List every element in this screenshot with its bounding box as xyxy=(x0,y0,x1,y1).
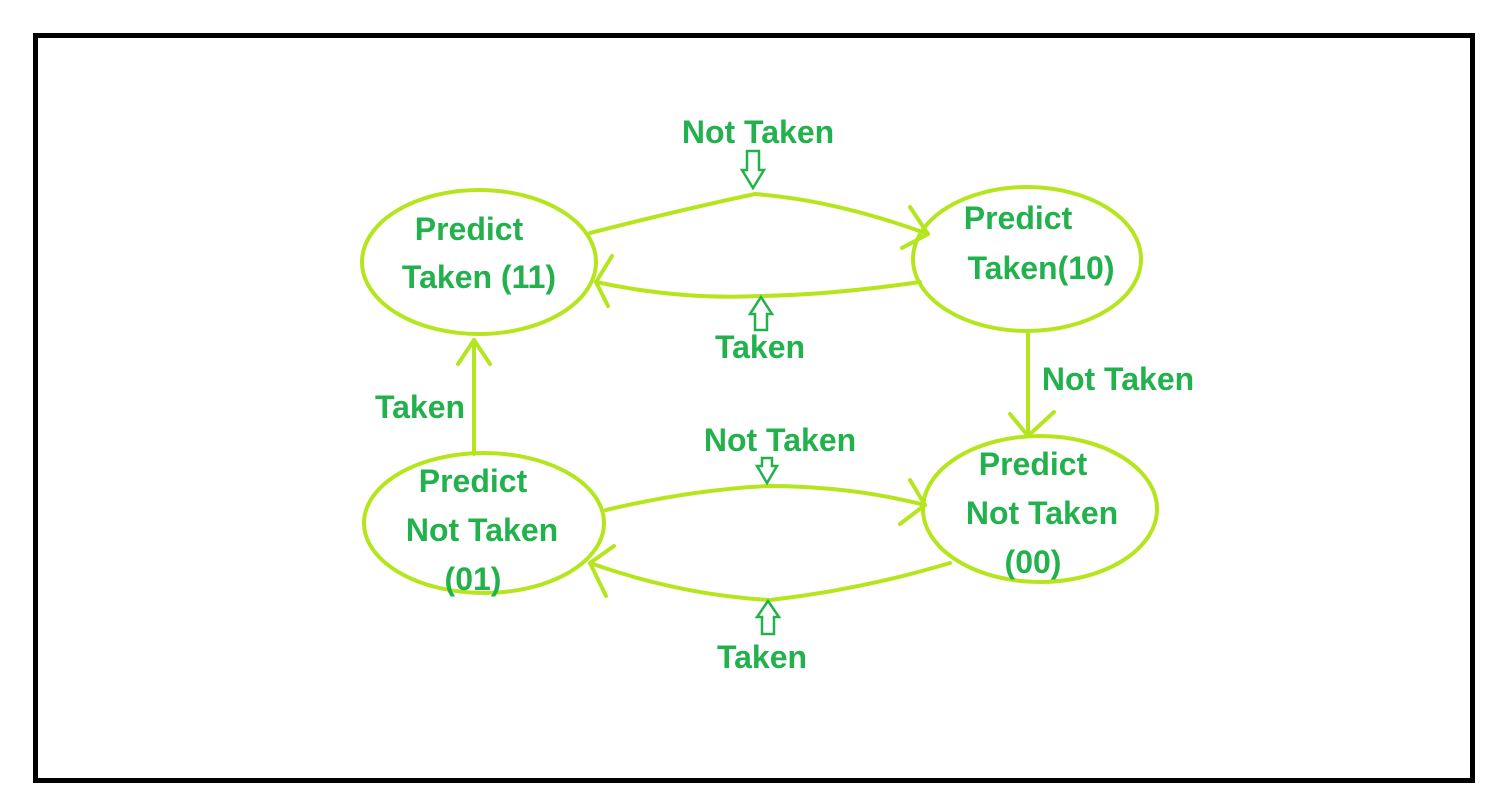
hollow-down-arrow-icon xyxy=(754,456,780,486)
hollow-down-arrow-icon xyxy=(739,149,767,191)
transition-11-to-10: Not Taken xyxy=(588,114,930,250)
state-label-line2: Not Taken xyxy=(966,495,1118,531)
state-ellipse xyxy=(360,188,598,336)
state-label-line3: (00) xyxy=(1005,544,1062,580)
transition-01-to-00: Not Taken xyxy=(604,422,927,526)
transition-label: Taken xyxy=(717,639,807,675)
arrowhead-icon xyxy=(898,478,927,526)
state-label-line1: Predict xyxy=(415,211,524,247)
transition-00-to-01: Taken xyxy=(588,544,952,675)
state-predict-taken-11: Predict Taken (11) xyxy=(360,188,598,336)
arrowhead-icon xyxy=(456,338,492,366)
hollow-up-arrow-icon xyxy=(747,294,775,332)
state-label-line2: Not Taken xyxy=(406,512,558,548)
arrowhead-icon xyxy=(1008,410,1056,438)
transition-arc xyxy=(588,561,952,602)
transition-label: Taken xyxy=(375,389,465,425)
transition-10-to-00: Not Taken xyxy=(1008,332,1194,438)
state-label-line1: Predict xyxy=(419,463,528,499)
state-ellipse xyxy=(911,185,1143,333)
state-label-line3: (01) xyxy=(445,561,502,597)
state-label-line1: Predict xyxy=(964,200,1073,236)
transition-label: Taken xyxy=(715,329,805,365)
state-ellipse xyxy=(362,451,606,595)
state-label-line2: Taken(10) xyxy=(967,250,1114,286)
state-predict-taken-10: Predict Taken(10) xyxy=(911,185,1143,333)
state-predict-not-taken-01: Predict Not Taken (01) xyxy=(362,451,606,597)
transition-10-to-11: Taken xyxy=(594,254,922,365)
transition-label: Not Taken xyxy=(1042,361,1194,397)
transition-arc xyxy=(588,192,930,236)
state-label-line1: Predict xyxy=(979,446,1088,482)
transition-01-to-11: Taken xyxy=(375,338,492,456)
arrowhead-icon xyxy=(588,544,616,598)
transition-label: Not Taken xyxy=(682,114,834,150)
arrowhead-icon xyxy=(594,254,614,308)
transition-label: Not Taken xyxy=(704,422,856,458)
hollow-up-arrow-icon xyxy=(754,598,782,636)
state-label-line2: Taken (11) xyxy=(402,259,556,295)
arrowhead-icon xyxy=(900,205,930,250)
transition-arc xyxy=(604,484,927,512)
transition-arc xyxy=(594,280,922,299)
